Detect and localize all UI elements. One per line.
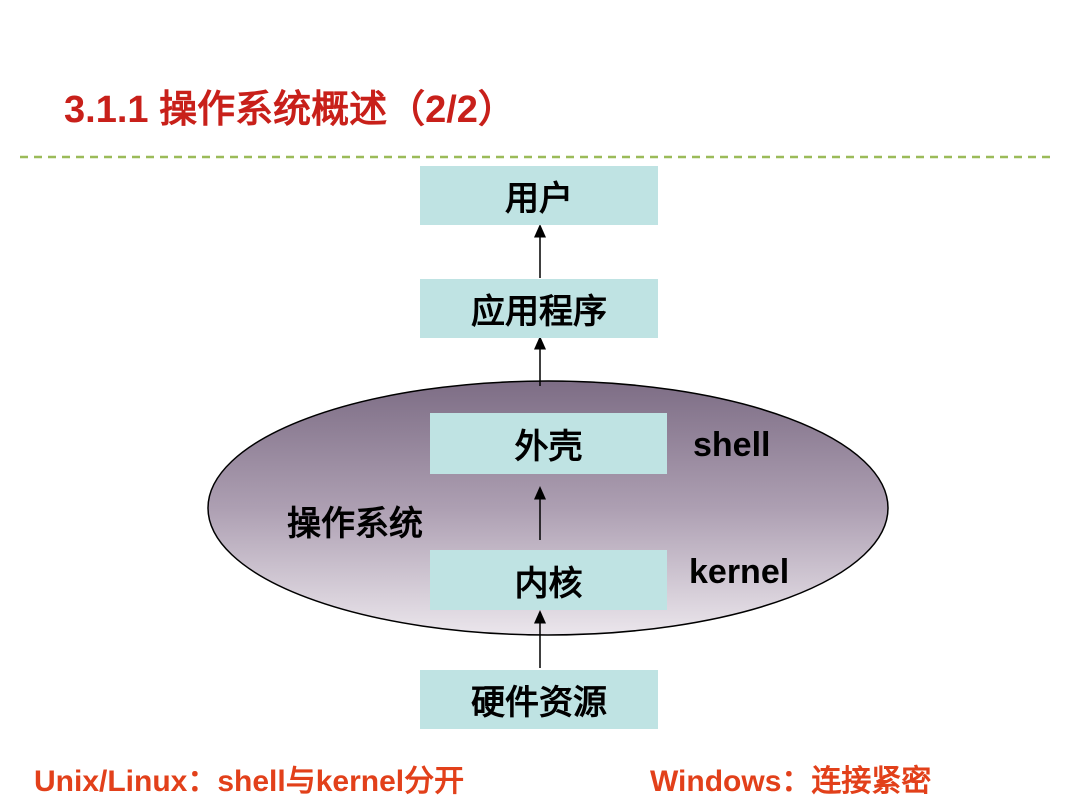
shell-label: shell — [693, 426, 771, 464]
application-box: 应用程序 — [420, 279, 658, 338]
footer-unix-note: Unix/Linux：shell与kernel分开 — [34, 765, 465, 798]
user-box: 用户 — [420, 166, 658, 225]
footer-windows-note: Windows：连接紧密 — [650, 765, 932, 798]
slide-title: 3.1.1 操作系统概述（2/2） — [64, 89, 516, 131]
os-ellipse — [207, 380, 889, 636]
os-label: 操作系统 — [287, 505, 423, 543]
kernel-label: kernel — [689, 553, 790, 591]
kernel-box: 内核 — [430, 550, 667, 610]
hardware-box: 硬件资源 — [420, 670, 658, 729]
shell-box: 外壳 — [430, 413, 667, 474]
